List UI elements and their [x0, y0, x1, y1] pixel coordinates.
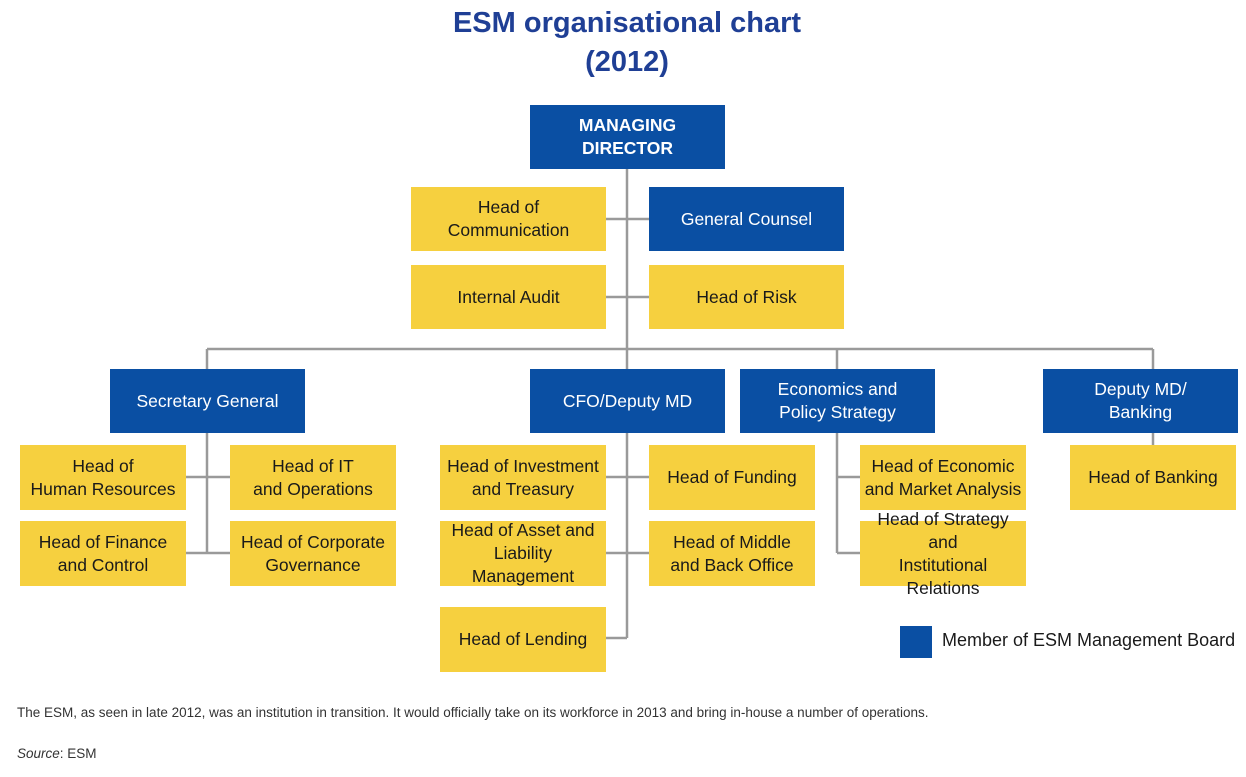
node-deputy-md-banking: Deputy MD/ Banking: [1043, 369, 1238, 433]
chart-title: ESM organisational chart (2012): [0, 4, 1246, 82]
node-internal-audit: Internal Audit: [411, 265, 606, 329]
node-head-of-lending: Head of Lending: [440, 607, 606, 672]
node-head-of-economic-market-analysis: Head of Economic and Market Analysis: [860, 445, 1026, 510]
source-label: Source: [17, 746, 60, 761]
node-head-of-strategy-institutional: Head of Strategy and Institutional Relat…: [860, 509, 1026, 598]
node-head-of-risk: Head of Risk: [649, 265, 844, 329]
caption: The ESM, as seen in late 2012, was an in…: [17, 705, 929, 720]
legend-swatch: [900, 626, 932, 658]
node-secretary-general: Secretary General: [110, 369, 305, 433]
chart-title-line1: ESM organisational chart: [452, 7, 802, 39]
node-head-of-it-operations: Head of IT and Operations: [230, 445, 396, 510]
node-general-counsel: General Counsel: [649, 187, 844, 251]
source-value: : ESM: [59, 746, 97, 761]
node-head-of-corporate-governance: Head of Corporate Governance: [230, 521, 396, 586]
node-head-of-human-resources: Head of Human Resources: [20, 445, 186, 510]
node-head-of-investment-treasury: Head of Investment and Treasury: [440, 445, 606, 510]
source-note: Source: ESM: [17, 746, 97, 761]
node-head-of-finance-control: Head of Finance and Control: [20, 521, 186, 586]
legend-label: Member of ESM Management Board: [942, 630, 1236, 650]
node-cfo-deputy-md: CFO/Deputy MD: [530, 369, 725, 433]
node-head-of-middle-back-office: Head of Middle and Back Office: [649, 521, 815, 586]
node-head-of-communication: Head of Communication: [411, 187, 606, 251]
node-head-of-funding: Head of Funding: [649, 445, 815, 510]
node-economics-policy-strategy: Economics and Policy Strategy: [740, 369, 935, 433]
node-managing-director: MANAGING DIRECTOR: [530, 105, 725, 169]
node-head-of-asset-liability: Head of Asset and Liability Management: [440, 520, 606, 586]
node-head-of-banking: Head of Banking: [1070, 445, 1236, 510]
chart-title-line2: (2012): [585, 46, 669, 78]
